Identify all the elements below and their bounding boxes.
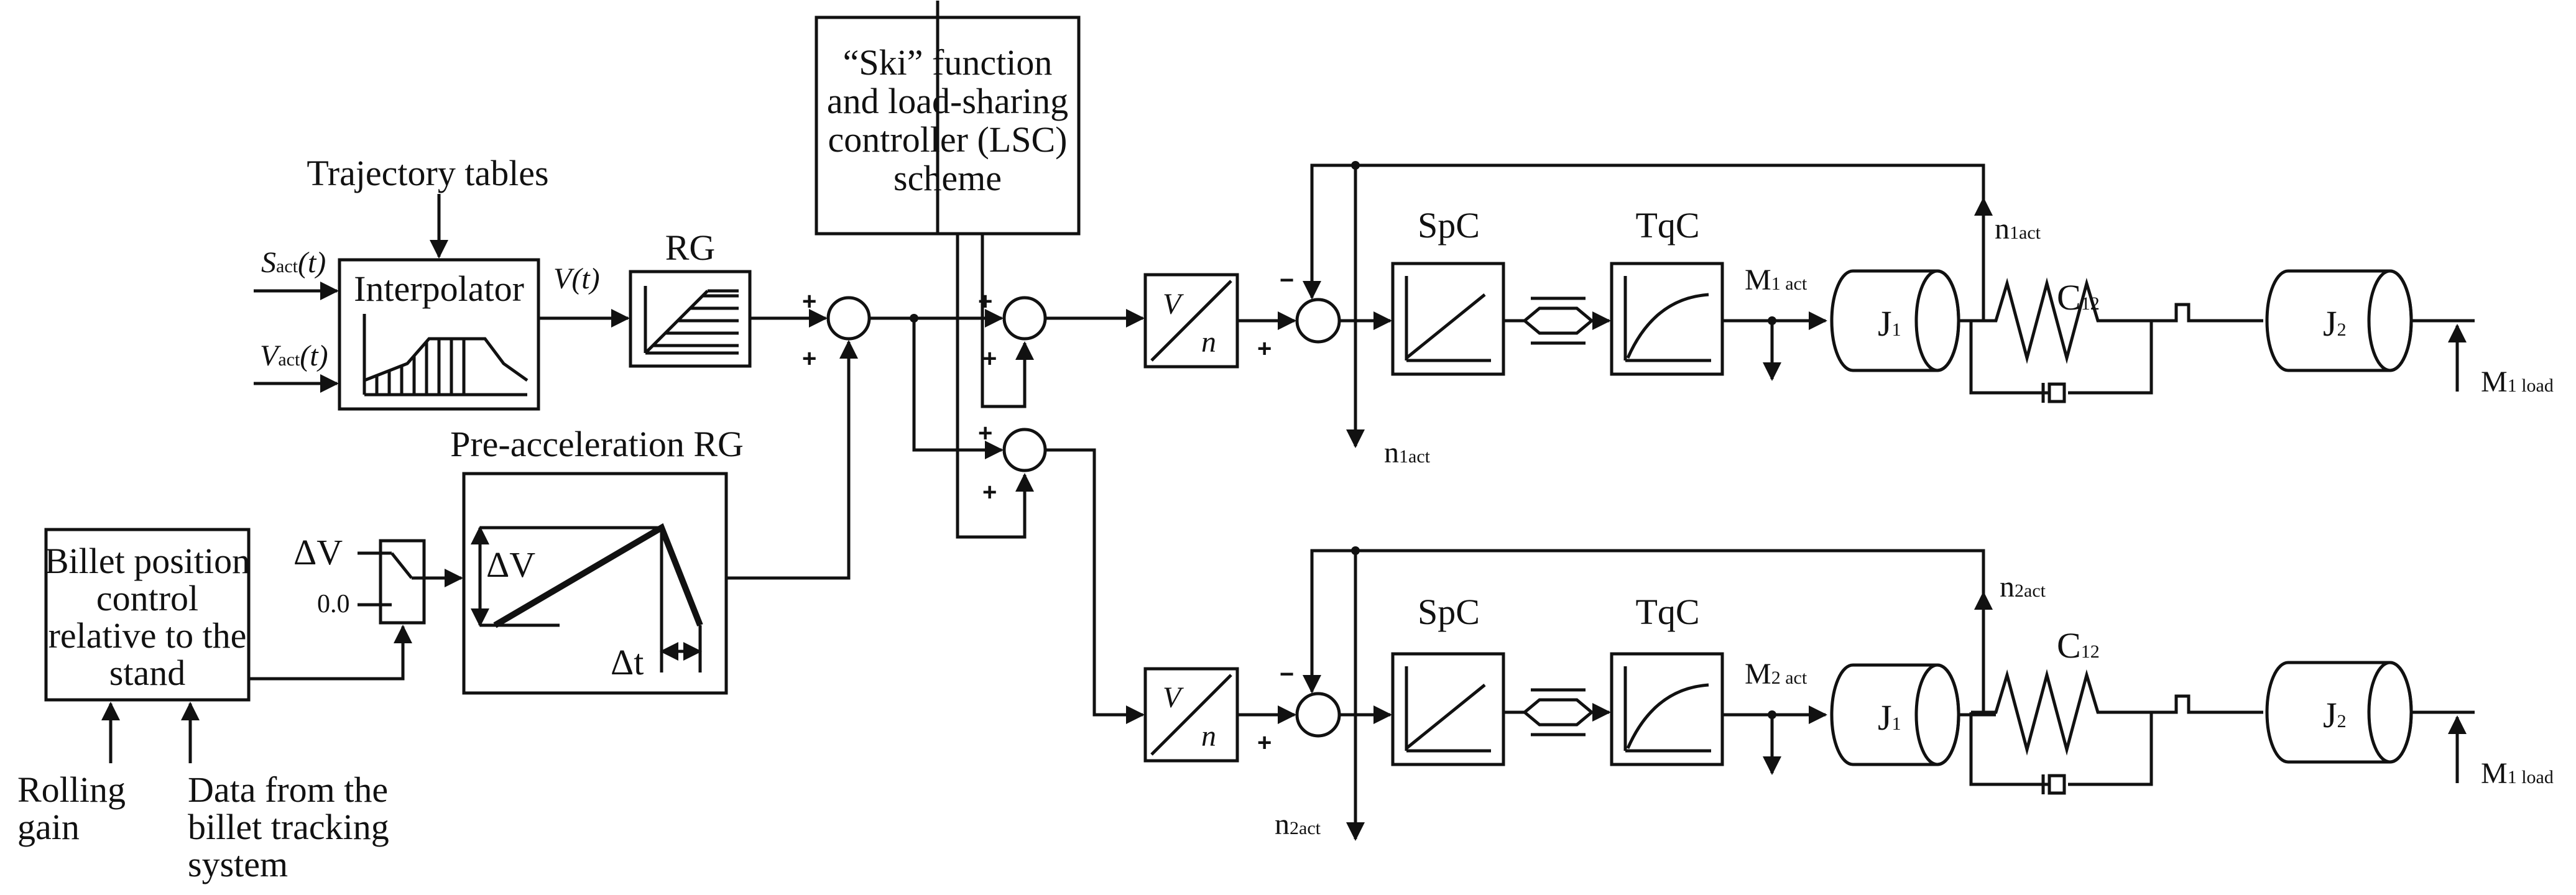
sum3-plus-bottom: + (982, 479, 997, 506)
ski-to-sum3-arrow (956, 234, 1034, 539)
rolling-gain-line2: gain (17, 807, 80, 847)
delta-v-switch-label: ΔV (293, 532, 343, 572)
billet-data-line2: billet tracking (188, 807, 389, 847)
interpolator-profile-icon (362, 314, 529, 397)
sum-junction-3 (1002, 428, 1047, 472)
ski-label-line1: “Ski” function (843, 42, 1053, 83)
sum4-plus: + (1257, 335, 1272, 362)
billet-label-line3: relative to the (48, 615, 247, 656)
ski-label-line4: scheme (893, 158, 1002, 198)
coupling-upper (2151, 303, 2263, 323)
sum4-minus: − (1280, 267, 1294, 294)
j2-upper-label: J2 (2323, 303, 2347, 344)
switch-block (358, 539, 426, 625)
rg-label: RG (665, 227, 716, 268)
sum3-plus-top: + (978, 420, 992, 447)
spc-lower-label: SpC (1418, 592, 1480, 632)
vn-lower-v: V (1163, 681, 1184, 714)
inertia-j1-upper: J1 (1830, 269, 1960, 372)
limiter-icon-lower (1503, 688, 1609, 737)
inertia-j2-lower: J2 (2265, 661, 2413, 764)
billet-position-block: Billet position control relative to the … (44, 528, 251, 702)
n1act-top-label: n1act (1995, 213, 2041, 246)
sum1-plus-top: + (802, 288, 816, 315)
j2-lower-label: J2 (2323, 695, 2347, 735)
vn-upper-v: V (1163, 288, 1184, 321)
s-act-label: Sact(t) (261, 246, 326, 279)
tqc-block-lower (1610, 652, 1724, 766)
billet-data-line3: system (188, 844, 288, 884)
sum-junction-2 (1002, 296, 1047, 341)
sum3-out-arrow (1045, 448, 1145, 724)
sum-junction-5 (1295, 692, 1341, 738)
inertia-j1-lower: J1 (1830, 663, 1960, 766)
ramp-icon (644, 286, 739, 355)
c12-lower-label: C12 (2057, 625, 2100, 666)
delta-t-label: Δt (611, 642, 644, 682)
billet-label-line1: Billet position (45, 541, 250, 581)
tqc-block-upper (1610, 262, 1724, 376)
sum-junction-4 (1295, 298, 1341, 344)
sum2-plus-bottom: + (982, 345, 997, 372)
j1-lower-label: J1 (1878, 697, 1901, 738)
vn-upper-n: n (1201, 326, 1216, 359)
spc-block-lower (1391, 652, 1505, 766)
m1load-lower-label: M1 load (2481, 757, 2554, 790)
coupling-lower (2151, 694, 2263, 714)
n2act-top-label: n2act (2000, 571, 2046, 604)
billet-label-line2: control (96, 578, 198, 618)
tqc-upper-label: TqC (1635, 205, 1699, 246)
billet-to-switch-arrow (249, 625, 412, 681)
sum1-plus-bottom: + (802, 345, 816, 372)
spc-block-upper (1391, 262, 1505, 376)
m2act-label: M2 act (1745, 658, 1807, 691)
n2act-bottom-label: n2act (1275, 808, 1321, 841)
m1act-label: M1 act (1745, 264, 1807, 296)
billet-label-line4: stand (109, 653, 185, 693)
spring-damper-lower (1969, 669, 2153, 795)
sum5-plus: + (1257, 729, 1272, 756)
ski-label-line3: controller (LSC) (828, 119, 1068, 160)
billet-data-line1: Data from the (188, 769, 388, 810)
pre-accel-rg-label: Pre-acceleration RG (450, 424, 744, 464)
inertia-j2-upper: J2 (2265, 269, 2413, 372)
delta-v-label: ΔV (486, 544, 535, 585)
c12-upper-label: C12 (2057, 277, 2100, 318)
vt-label: V(t) (553, 262, 600, 295)
pre-accel-rg-block: ΔV Δt (462, 472, 728, 695)
j1-upper-label: J1 (1878, 303, 1901, 344)
interpolator-label: Interpolator (354, 268, 524, 309)
spring-damper-upper (1969, 277, 2153, 403)
sum5-minus: − (1280, 661, 1294, 688)
vn-block-upper: V n (1143, 273, 1239, 369)
n1act-bottom-label: n1act (1384, 436, 1431, 469)
pre-accel-to-sum1-arrow (726, 340, 858, 580)
interpolator-block: Interpolator (338, 258, 540, 411)
ski-label-line2: and load-sharing (827, 81, 1068, 121)
vn-block-lower: V n (1143, 667, 1239, 763)
ski-to-sum2-arrow (981, 234, 1034, 408)
trajectory-tables-label: Trajectory tables (307, 153, 548, 193)
rg-block: RG (629, 227, 752, 368)
spc-upper-label: SpC (1418, 205, 1480, 246)
sum-junction-1 (826, 296, 871, 341)
rolling-gain-line1: Rolling (17, 769, 126, 810)
tqc-lower-label: TqC (1635, 592, 1699, 632)
m1load-upper-label: M1 load (2481, 365, 2554, 398)
zero-label: 0.0 (317, 590, 350, 618)
vn-lower-n: n (1201, 720, 1216, 753)
ski-lsc-block: “Ski” function and load-sharing controll… (815, 16, 1081, 236)
sum2-plus-top: + (978, 288, 992, 315)
to-sum3-arrow (912, 318, 1004, 459)
switch-icon (390, 552, 413, 579)
v-act-label: Vact(t) (260, 339, 328, 372)
